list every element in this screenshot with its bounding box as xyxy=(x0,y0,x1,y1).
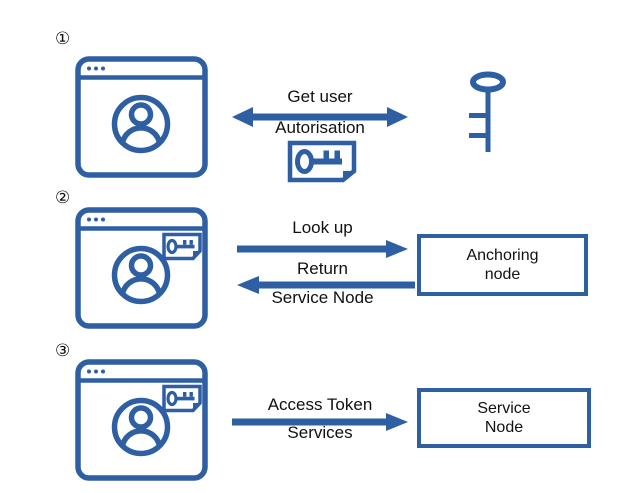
arrow-label-get-user: Get user xyxy=(287,87,353,106)
key-icon xyxy=(469,71,506,152)
arrow-label-service-node: Service Node xyxy=(271,288,374,307)
step-2-number: ② xyxy=(55,188,71,207)
service-node-label-line2: Node xyxy=(484,419,524,436)
bidirectional-arrow xyxy=(232,107,408,127)
browser-window-user-key-badge-icon xyxy=(75,359,208,481)
service-node-box: Service Node xyxy=(417,388,591,448)
key-document-icon xyxy=(287,140,357,183)
access-token-arrow xyxy=(232,413,408,431)
window-dots-icon xyxy=(87,217,105,222)
arrow-label-look-up: Look up xyxy=(292,218,353,237)
key-badge-icon xyxy=(162,384,202,413)
window-dots-icon xyxy=(87,66,105,71)
look-up-arrow xyxy=(237,240,408,258)
window-dots-icon xyxy=(87,369,105,374)
step-3-number: ③ xyxy=(55,341,71,360)
browser-window-icon xyxy=(75,359,208,481)
browser-window-user-icon xyxy=(75,56,208,178)
arrow-label-return: Return xyxy=(296,259,349,278)
return-arrow xyxy=(237,276,415,294)
arrow-label-services: Services xyxy=(287,423,353,442)
anchoring-node-label-line1: Anchoring xyxy=(466,247,539,264)
service-node-label-line1: Service xyxy=(477,400,531,417)
user-avatar-icon xyxy=(111,94,171,154)
anchoring-node-label-line2: node xyxy=(484,266,521,283)
browser-window-icon xyxy=(75,56,208,178)
user-avatar-icon xyxy=(111,397,171,457)
arrow-label-access-token: Access Token xyxy=(267,395,373,414)
arrow-label-autorisation: Autorisation xyxy=(275,118,365,137)
key-badge-icon xyxy=(162,232,202,261)
browser-window-icon xyxy=(75,207,208,329)
anchoring-node-box: Anchoring node xyxy=(417,234,588,296)
user-avatar-icon xyxy=(111,245,171,305)
browser-window-user-key-badge-icon xyxy=(75,207,208,329)
step-1-number: ① xyxy=(55,29,71,48)
